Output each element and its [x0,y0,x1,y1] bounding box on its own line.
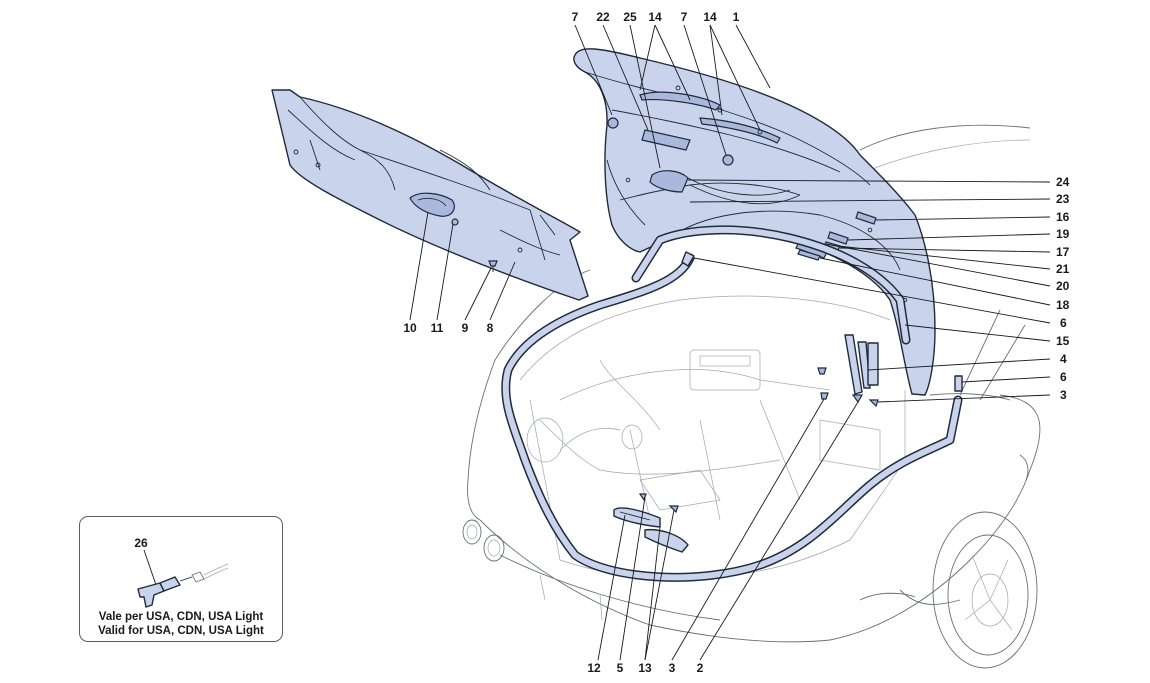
leader-lines [409,24,1051,661]
callout-10: 10 [403,321,417,335]
callout-16: 16 [1056,210,1070,224]
callout-22: 22 [596,10,610,24]
callout-14: 14 [648,10,662,24]
trunk-seal [501,253,963,582]
callout-7: 7 [572,10,579,24]
lid-hinges-struts [681,251,963,408]
callout-14b: 14 [703,10,717,24]
callout-25: 25 [623,10,637,24]
callout-26: 26 [134,536,148,550]
callout-11: 11 [431,321,444,335]
market-note-italian: Vale per USA, CDN, USA Light [98,611,264,623]
callout-23: 23 [1056,192,1070,206]
callout-7b: 7 [681,10,688,24]
trunk-lid [573,48,936,396]
callout-9: 9 [462,321,469,335]
callout-labels: 7 22 25 14 7 14 1 24 23 16 19 17 21 20 1… [403,10,1069,675]
callout-2: 2 [697,661,704,675]
callout-20: 20 [1056,279,1070,293]
callout-15: 15 [1056,334,1070,348]
inset-panel: 26 Vale per USA, CDN, USA Light Valid fo… [79,516,283,642]
market-note-english: Valid for USA, CDN, USA Light [98,625,264,637]
callout-3: 3 [1060,388,1067,402]
release-handle-illustration: 26 [134,536,229,608]
callout-12: 12 [587,661,601,675]
callout-5: 5 [617,661,624,675]
callout-6: 6 [1060,316,1067,330]
callout-4: 4 [1060,352,1067,366]
floor-latch-parts [613,493,689,553]
callout-3b: 3 [669,661,676,675]
callout-6b: 6 [1060,370,1067,384]
callout-13: 13 [638,661,652,675]
callout-19: 19 [1056,227,1070,241]
lid-seal-upper [631,225,911,345]
callout-1: 1 [733,10,740,24]
callout-18: 18 [1056,298,1070,312]
callout-17: 17 [1056,245,1070,259]
callout-24: 24 [1056,175,1070,189]
trunk-lining-panel [271,89,589,301]
callout-8: 8 [487,321,494,335]
callout-21: 21 [1056,262,1070,276]
car-body [462,124,1041,669]
